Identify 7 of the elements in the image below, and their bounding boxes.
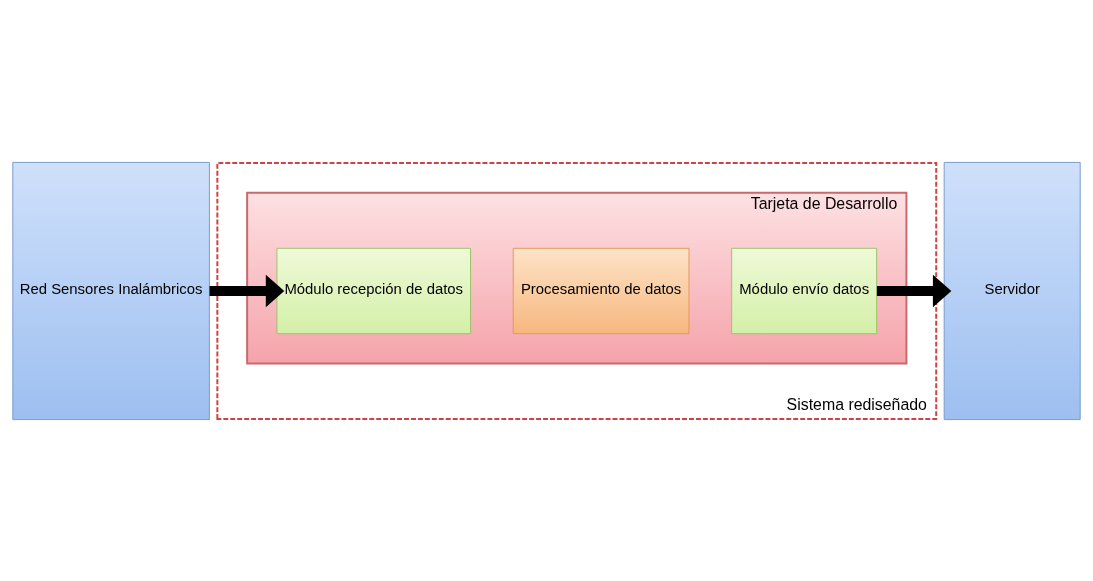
node-box: Red Sensores Inalámbricos (12, 161, 210, 420)
node-box: Procesamiento de datos (512, 247, 690, 334)
node-box: Módulo recepción de datos (276, 247, 472, 334)
node-box: Servidor (943, 161, 1081, 420)
arrow (876, 274, 952, 307)
node-box: Módulo envío datos (731, 247, 878, 334)
arrow (209, 274, 285, 307)
